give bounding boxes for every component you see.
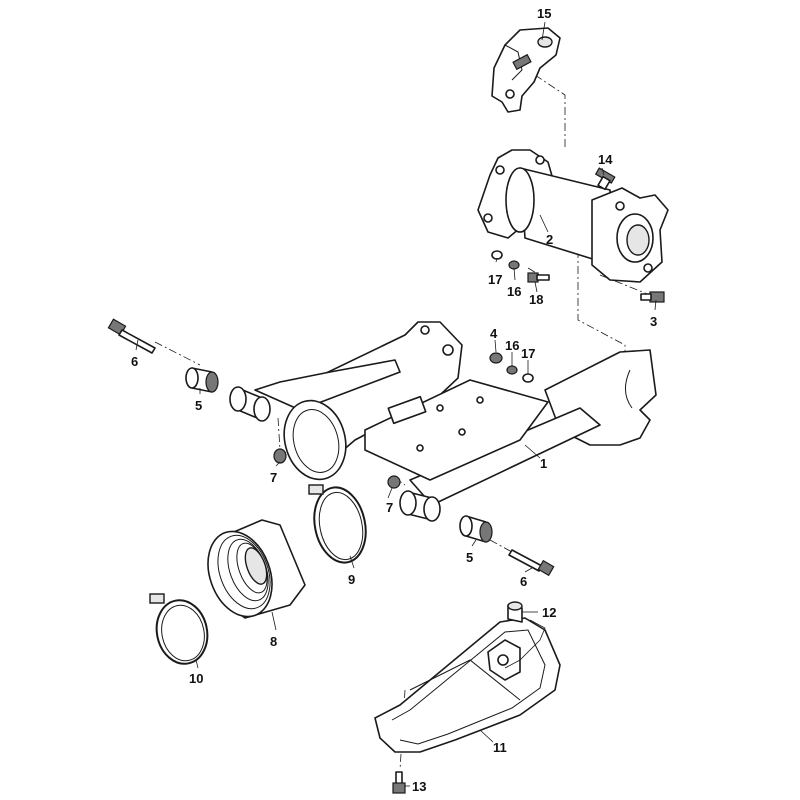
callout-16-upper: 16 [507,284,521,299]
callout-17-lower: 17 [521,346,535,361]
callout-6-right: 6 [520,574,527,589]
part-11-skid-plate [374,617,561,753]
callout-labels: 15 14 2 3 17 16 18 4 16 17 6 5 7 7 1 5 6… [131,6,657,794]
callout-12: 12 [542,605,556,620]
callout-4: 4 [490,326,498,341]
part-5-bushing-left-small [185,367,219,393]
part-2-pivot-housing [477,149,669,283]
callout-17-upper: 17 [488,272,502,287]
callout-18: 18 [529,292,543,307]
part-1-swing-arm [254,321,657,506]
callout-14: 14 [598,152,613,167]
part-7-nut-right [387,475,401,489]
callout-7-left: 7 [270,470,277,485]
part-10-clamp [149,593,209,665]
part-16-nut-upper [508,260,520,270]
part-12-bushing [507,601,523,623]
callout-16-lower: 16 [505,338,519,353]
callout-6-left: 6 [131,354,138,369]
part-5-bushing-left-large [229,386,271,422]
part-14-bolt [594,167,616,191]
part-5-bushing-right-large [399,490,441,522]
part-3-bolt [640,291,665,303]
callout-7-right: 7 [386,500,393,515]
callout-9: 9 [348,572,355,587]
part-4-nut [489,352,503,364]
part-5-bushing-right-small [459,515,493,543]
part-6-bolt-right [508,549,555,577]
callout-5-left: 5 [195,398,202,413]
callout-13: 13 [412,779,426,794]
part-6-bolt-left [107,318,156,354]
part-17-washer-upper [491,250,503,260]
part-18-bolt [527,272,550,283]
callout-5-right: 5 [466,550,473,565]
callout-1: 1 [540,456,547,471]
part-15-mount-bracket [491,27,561,113]
callout-11: 11 [493,740,507,755]
part-8-boot [207,519,306,619]
callout-3: 3 [650,314,657,329]
callout-8: 8 [270,634,277,649]
part-7-nut-left [273,448,287,464]
part-13-bolt [392,771,406,794]
leader-lines [135,21,657,787]
callout-15: 15 [537,6,551,21]
callout-2: 2 [546,232,553,247]
part-9-clamp [308,484,367,564]
part-17-washer-lower [522,373,534,383]
part-16-nut-lower [506,365,518,375]
callout-10: 10 [189,671,203,686]
